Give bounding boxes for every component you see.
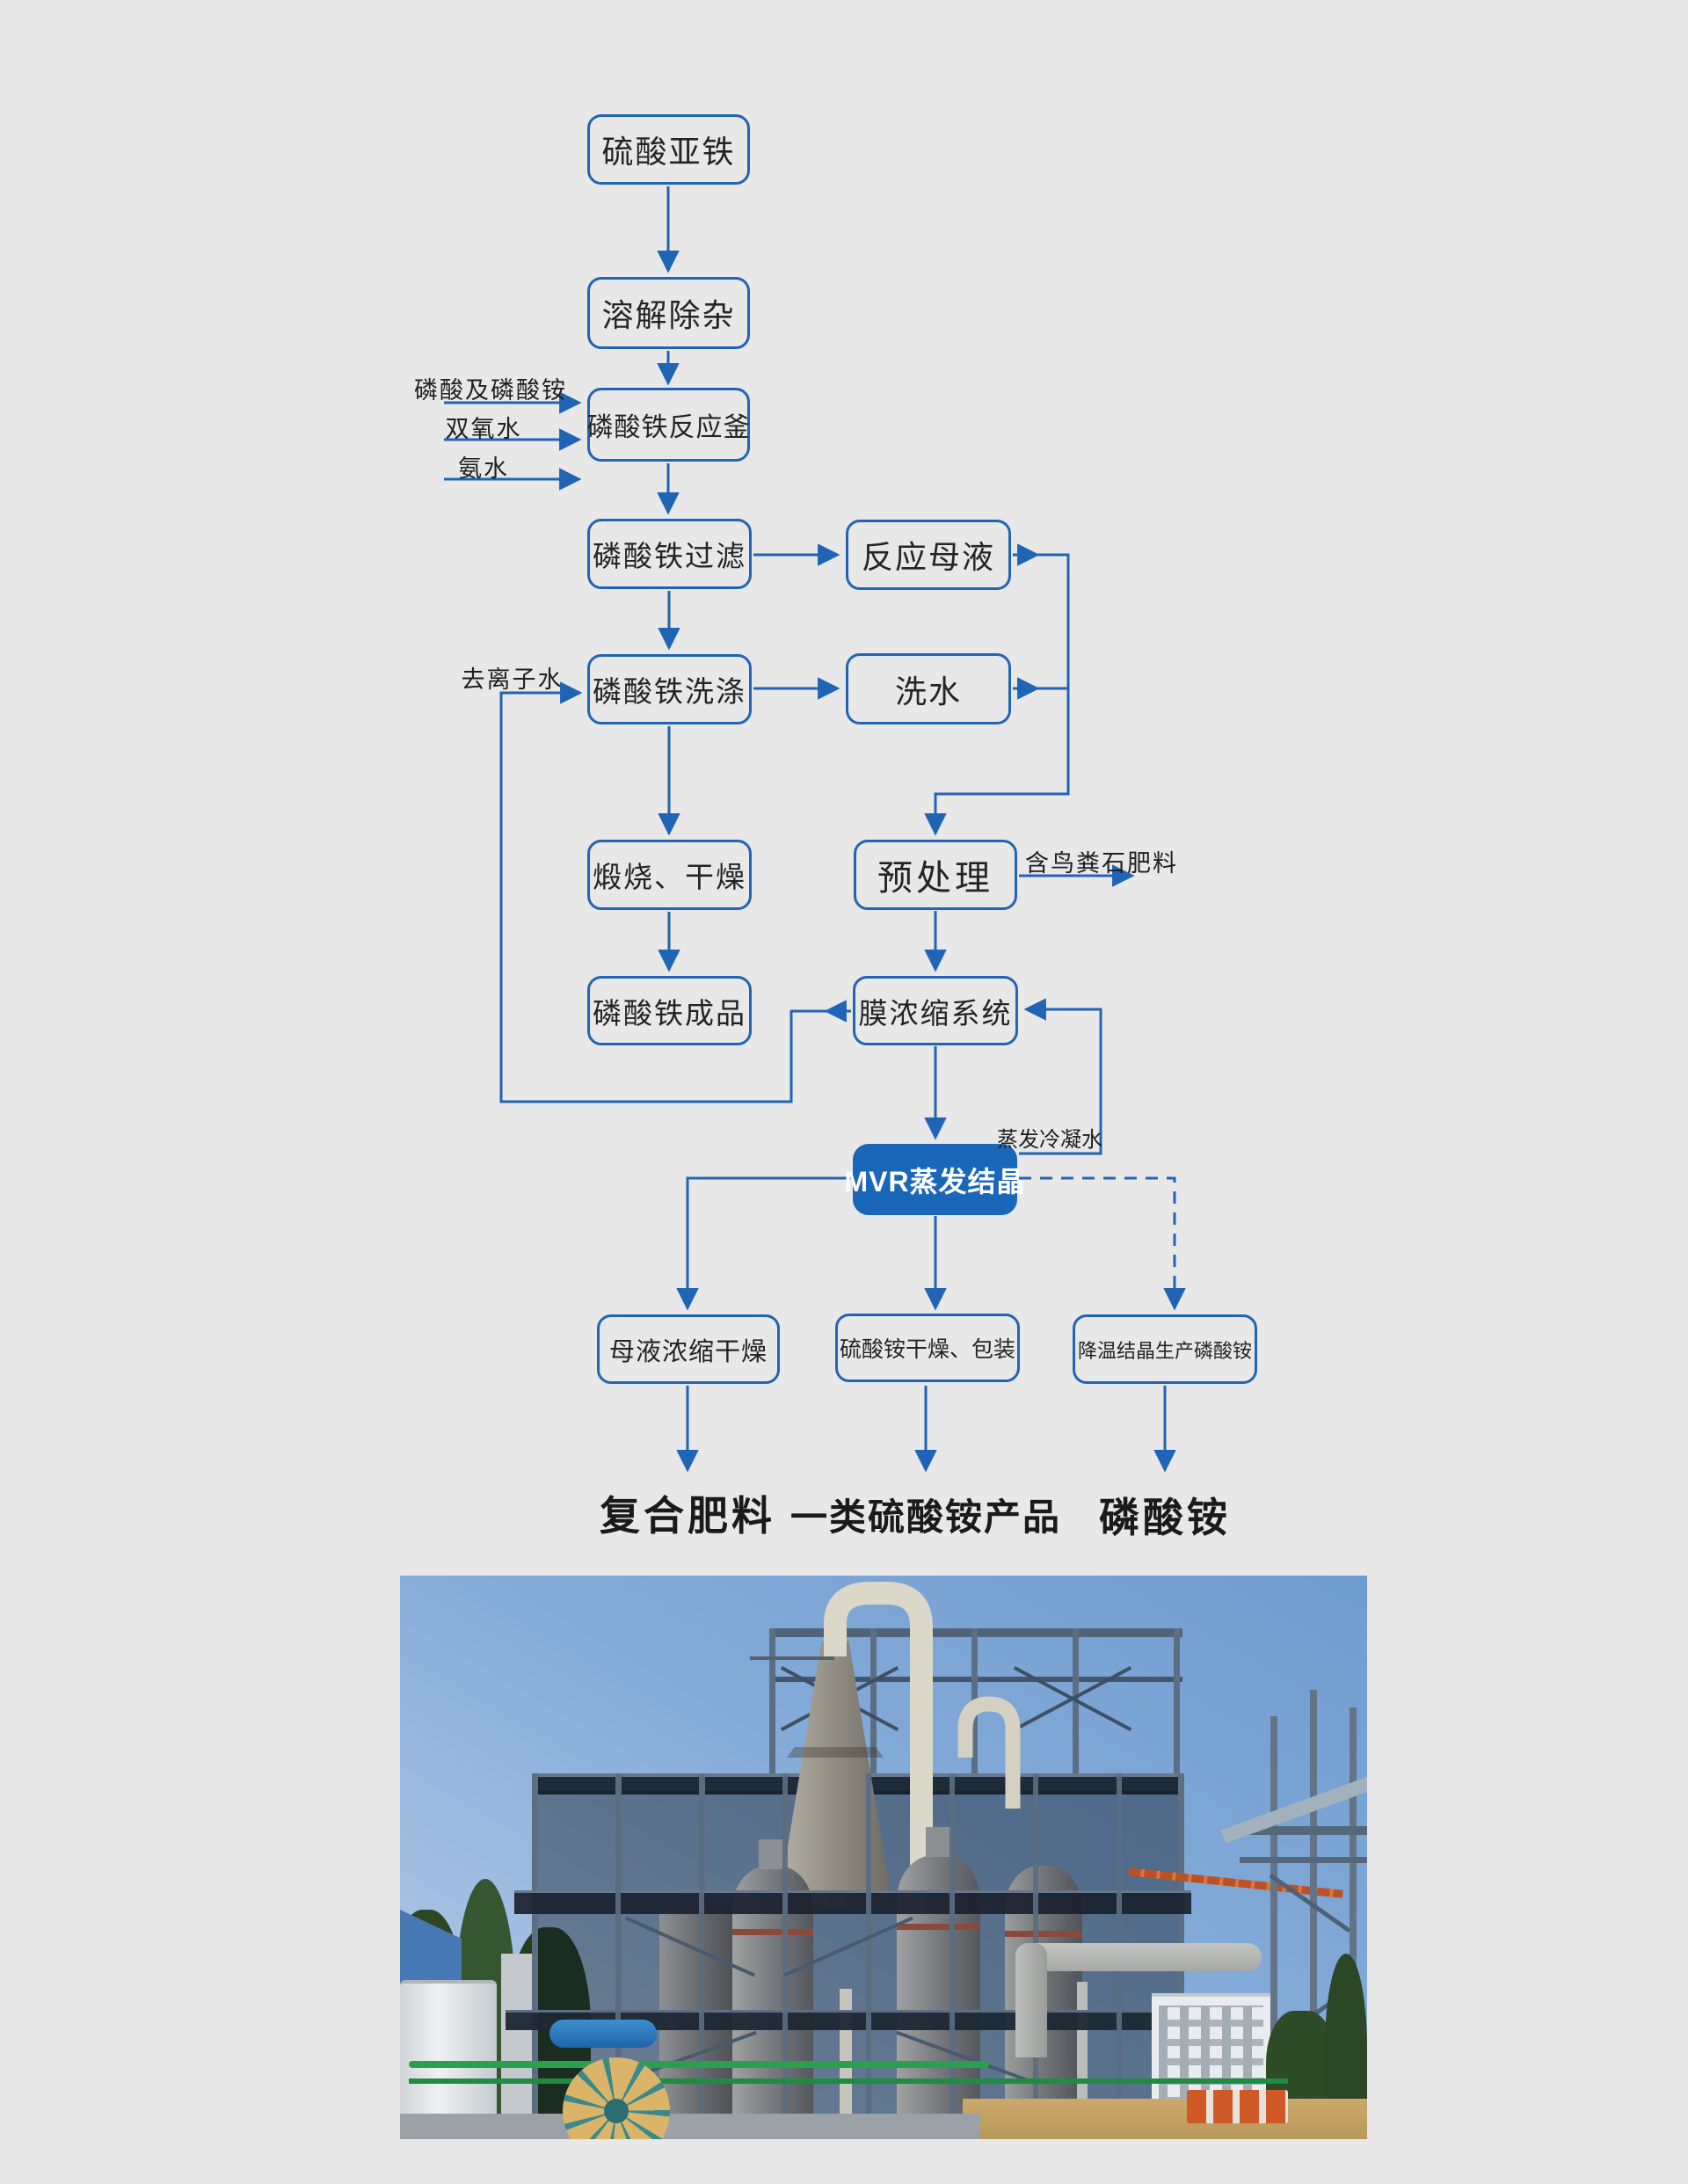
- node-mvr-evaporation-crystallization: MVR蒸发结晶: [844, 1144, 1025, 1215]
- node-label: 反应母液: [861, 539, 995, 575]
- node-label: 磷酸铁洗涤: [593, 675, 746, 708]
- node-mother-liquor-concentration-drying: 母液浓缩干燥: [597, 1314, 780, 1384]
- flow-connectors: [444, 186, 1186, 1473]
- label-hydrogen-peroxide: 双氧水: [445, 416, 522, 442]
- cable-reel-hub: [604, 2099, 629, 2123]
- node-iron-phosphate-filtration: 磷酸铁过滤: [587, 519, 752, 589]
- line-mvr-dashed-to-cooling: [1019, 1176, 1186, 1311]
- frame-column: [699, 1773, 704, 2139]
- node-pretreatment: 预处理: [854, 840, 1017, 910]
- blue-heat-exchanger: [549, 2020, 657, 2048]
- node-ferrous-sulfate: 硫酸亚铁: [587, 114, 750, 185]
- large-pipe: [1015, 1943, 1262, 1971]
- pipe-rack: [1220, 1681, 1367, 2139]
- vapor-pipe: [824, 1582, 1021, 2138]
- label-phosphoric-acid-ammonium-phosphate: 磷酸及磷酸铵: [414, 377, 567, 404]
- node-ammonium-sulfate-drying-packaging: 硫酸铵干燥、包装: [835, 1314, 1020, 1382]
- vessel-neck: [759, 1839, 785, 1869]
- product-class-one-ammonium-sulfate: 一类硫酸铵产品: [789, 1496, 1061, 1538]
- node-label: 硫酸铵干燥、包装: [839, 1337, 1015, 1362]
- frame-column: [950, 1773, 955, 2139]
- platform-railing: [750, 1656, 834, 1660]
- floor-slab: [514, 1890, 1191, 1914]
- node-iron-phosphate-reactor: 磷酸铁反应釜: [587, 388, 750, 462]
- cable-reel: [563, 2057, 670, 2139]
- ground-concrete: [400, 2114, 980, 2139]
- label-struvite-fertilizer: 含鸟粪石肥料: [1025, 850, 1178, 877]
- label-ammonia-water: 氨水: [458, 455, 509, 482]
- label-evaporation-condensate: 蒸发冷凝水: [997, 1128, 1102, 1152]
- node-label: 煅烧、干燥: [593, 861, 746, 893]
- line-collector-to-pretreatment: [924, 553, 1070, 836]
- line-recycle-to-washing: [499, 681, 828, 1103]
- frame-column: [782, 1773, 788, 2139]
- ground-sand: [963, 2099, 1367, 2139]
- node-label: 硫酸亚铁: [601, 134, 736, 170]
- large-pipe-elbow: [1015, 1943, 1047, 2057]
- storage-tank: [400, 1980, 497, 2139]
- node-cooling-crystallization-ammonium-phosphate: 降温结晶生产磷酸铵: [1073, 1314, 1257, 1384]
- node-label: 磷酸铁反应釜: [586, 413, 751, 442]
- node-iron-phosphate-washing: 磷酸铁洗涤: [587, 654, 752, 724]
- column-band: [787, 1747, 884, 1758]
- node-label: 洗水: [894, 673, 962, 710]
- node-label: 降温结晶生产磷酸铵: [1077, 1339, 1252, 1362]
- frame-column: [615, 1773, 621, 2139]
- green-pipe: [409, 2061, 989, 2068]
- plant-photo: [400, 1576, 1367, 2139]
- node-label: MVR蒸发结晶: [844, 1165, 1026, 1198]
- node-label: 磷酸铁过滤: [593, 540, 746, 572]
- node-reaction-mother-liquor: 反应母液: [846, 520, 1011, 590]
- vessel-stripe: [897, 1924, 980, 1930]
- label-deionized-water: 去离子水: [461, 666, 564, 693]
- node-wash-water: 洗水: [846, 653, 1011, 724]
- node-label: 磷酸铁成品: [593, 996, 746, 1030]
- product-compound-fertilizer: 复合肥料: [600, 1493, 775, 1539]
- frame-column: [866, 1773, 871, 2139]
- vessel-neck: [926, 1827, 952, 1857]
- node-label: 膜浓缩系统: [858, 996, 1013, 1030]
- line-mvr-to-motherliquor-drying: [676, 1176, 851, 1311]
- node-calcination-drying: 煅烧、干燥: [587, 840, 752, 910]
- node-label: 预处理: [877, 859, 993, 898]
- small-tank: [501, 1954, 536, 2139]
- orange-barrier: [1187, 2090, 1288, 2123]
- node-label: 母液浓缩干燥: [608, 1337, 768, 1366]
- node-label: 溶解除杂: [601, 297, 736, 333]
- node-iron-phosphate-finished-product: 磷酸铁成品: [587, 976, 752, 1045]
- vessel-stripe: [732, 1929, 813, 1935]
- vessel-stripe: [1005, 1931, 1082, 1937]
- product-ammonium-phosphate: 磷酸铵: [1099, 1495, 1231, 1540]
- green-pipe: [409, 2078, 1288, 2084]
- line-condensate-return: [1019, 998, 1102, 1155]
- node-membrane-concentration-system: 膜浓缩系统: [853, 976, 1018, 1045]
- node-dissolve-impurity-removal: 溶解除杂: [587, 277, 750, 349]
